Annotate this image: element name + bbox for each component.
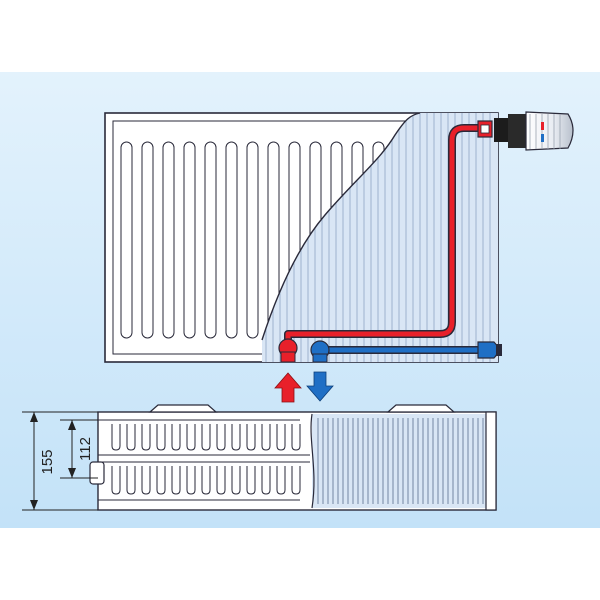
radiator-front-view [104,111,574,403]
section-cutaway [312,414,486,508]
valve-insert [480,124,490,134]
thermostat-head-ribs [529,114,561,149]
radiator-fin [120,141,133,339]
section-end-cap [485,411,497,511]
supply-fitting-nut [280,351,296,363]
hot-water-supply-arrow [274,372,302,403]
cutaway-edge [261,112,421,341]
thermostat-red-mark [541,122,544,130]
bracket-right [386,404,456,413]
thermostat-head-icon [525,111,574,151]
section-side-pipe [89,461,105,485]
thermostat-blue-mark [541,134,544,142]
return-end-cap [477,341,499,359]
radiator-fin [246,141,259,339]
bracket-left [148,404,218,413]
radiator-section-view [89,404,497,511]
section-cutaway-edge [310,413,315,509]
dimension-inner-height: 112 [77,437,94,461]
dimension-lines: 155 112 [22,411,98,511]
radiator-fin [225,141,238,339]
radiator-fin [162,141,175,339]
hot-pipe-fill [285,125,482,345]
radiator-fin [204,141,217,339]
section-fins-right [317,418,484,504]
cold-water-return-arrow [306,371,334,402]
end-cap-plug [496,344,502,356]
radiator-fin [183,141,196,339]
section-fins-left [111,424,301,495]
radiator-fin [141,141,154,339]
dimension-outer-height: 155 [39,449,56,474]
valve-nut [494,118,508,142]
return-fitting-nut [312,353,328,363]
valve-collar [508,114,526,148]
